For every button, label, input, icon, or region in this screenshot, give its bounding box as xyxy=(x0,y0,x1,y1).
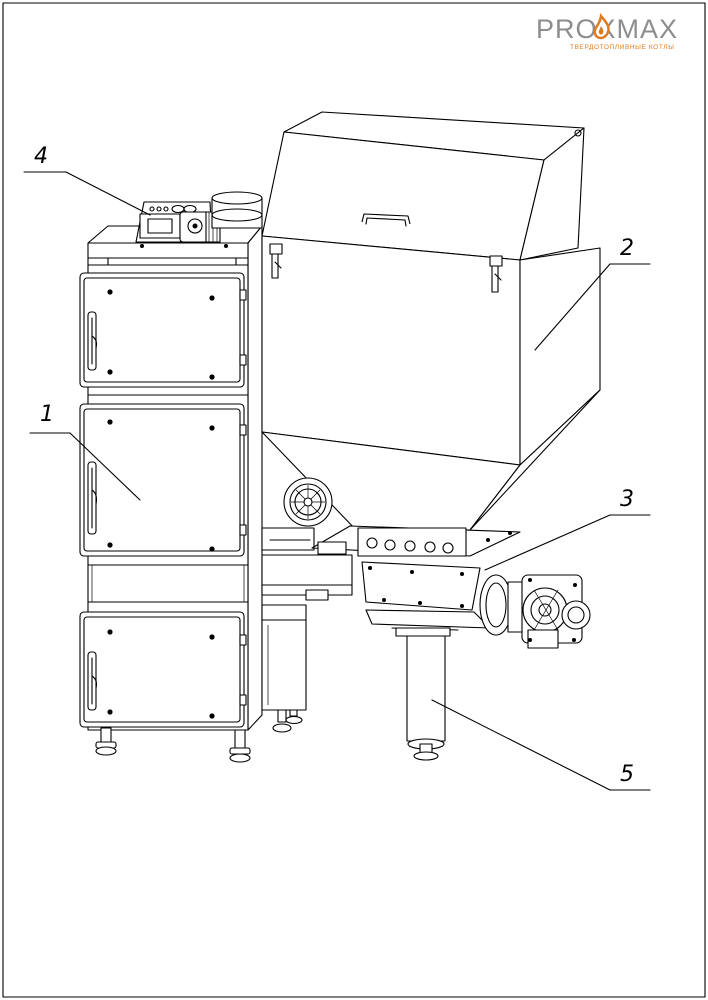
fan xyxy=(283,477,333,527)
callout-3: 3 xyxy=(620,487,634,512)
callout-2: 2 xyxy=(620,236,634,261)
gear-motor xyxy=(479,574,591,649)
callout-5: 5 xyxy=(620,762,634,787)
lower-door xyxy=(79,611,247,728)
burner-feeder xyxy=(311,525,521,631)
hopper xyxy=(261,111,601,533)
connector xyxy=(261,527,353,711)
flue-pipe xyxy=(211,191,263,229)
brand-logo: PROXMAX ТВЕРДОТОПЛИВНЫЕ КОТЛЫ xyxy=(536,12,700,54)
feeder-pipe xyxy=(395,627,451,761)
middle-door xyxy=(79,403,247,557)
callout-4: 4 xyxy=(34,144,48,169)
flame-icon xyxy=(593,12,610,40)
logo-tagline: ТВЕРДОТОПЛИВНЫЕ КОТЛЫ xyxy=(570,44,675,51)
upper-door xyxy=(79,272,247,388)
callout-1: 1 xyxy=(40,402,54,427)
leader-lines xyxy=(23,171,651,791)
